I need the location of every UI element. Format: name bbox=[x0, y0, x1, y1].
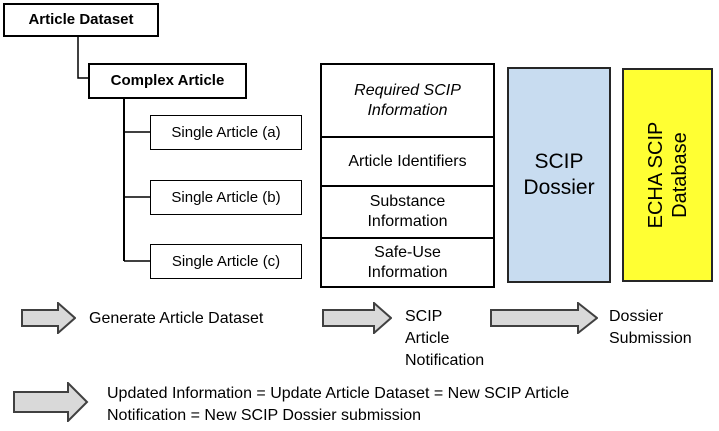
info-table-row-substance-information: Substance Information bbox=[322, 185, 493, 237]
article-dataset-box: Article Dataset bbox=[3, 3, 159, 37]
generate-arrow-label: Generate Article Dataset bbox=[89, 310, 264, 327]
notification-arrow-label: SCIP Article Notification bbox=[405, 308, 485, 369]
scip-dossier-label: SCIP Dossier bbox=[523, 149, 595, 199]
single-article-a-box: Single Article (a) bbox=[150, 115, 302, 150]
complex-article-label: Complex Article bbox=[110, 72, 225, 90]
info-table-row-safe-use-information: Safe-Use Information bbox=[322, 237, 493, 286]
update-arrow-icon bbox=[13, 382, 89, 422]
notification-arrow-icon bbox=[322, 302, 392, 334]
single-article-b-box: Single Article (b) bbox=[150, 180, 302, 215]
submission-arrow-icon bbox=[490, 302, 598, 334]
echa-scip-database-label: ECHA SCIP Database bbox=[644, 121, 691, 229]
single-article-b-label: Single Article (b) bbox=[171, 188, 281, 206]
generate-arrow-icon bbox=[21, 302, 76, 334]
single-article-a-label: Single Article (a) bbox=[171, 123, 281, 141]
article-dataset-label: Article Dataset bbox=[28, 11, 134, 29]
echa-scip-database-box: ECHA SCIP Database bbox=[622, 68, 713, 282]
complex-article-box: Complex Article bbox=[88, 63, 247, 99]
scip-dossier-box: SCIP Dossier bbox=[507, 67, 611, 283]
required-info-table: Required SCIP Information Article Identi… bbox=[320, 63, 495, 288]
info-table-row-article-identifiers: Article Identifiers bbox=[322, 136, 493, 185]
single-article-c-label: Single Article (c) bbox=[171, 252, 281, 270]
info-table-header: Required SCIP Information bbox=[354, 81, 461, 119]
submission-arrow-label: Dossier Submission bbox=[609, 308, 692, 347]
single-article-c-box: Single Article (c) bbox=[150, 244, 302, 279]
update-note: Updated Information = Update Article Dat… bbox=[107, 385, 570, 424]
